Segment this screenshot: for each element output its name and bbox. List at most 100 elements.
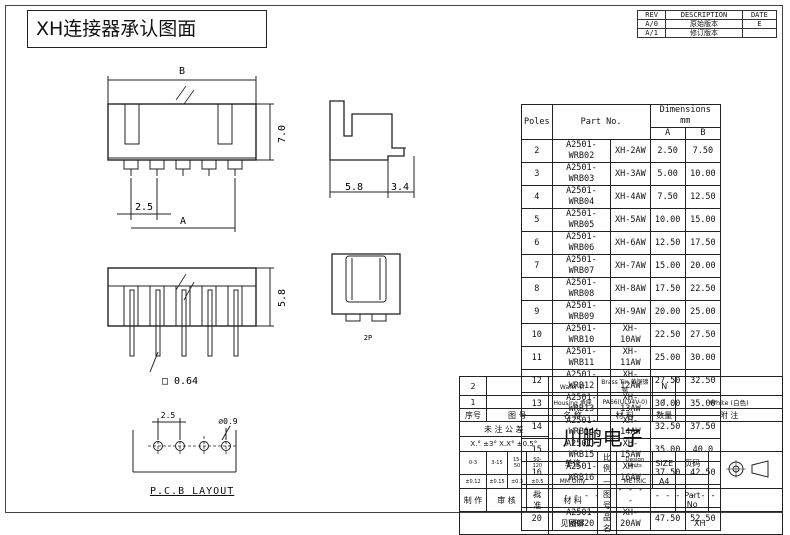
page-label: 页码 (675, 451, 710, 475)
part-header: Part No. (551, 104, 651, 140)
dim-bottom-height: 5.8 (277, 289, 288, 307)
unit-label: 单位 (547, 451, 598, 475)
dim-side-w2: 3.4 (391, 182, 409, 193)
dim-a-cell: 17.50 (649, 277, 686, 301)
dim-a-label: A (180, 216, 186, 227)
paper-size: A4 (652, 474, 677, 489)
rev-cell: E (741, 19, 778, 29)
rev-header: DATE (741, 10, 778, 20)
part-number-cell: A2501-WRB03 (551, 162, 612, 186)
tolerance-values: X.° ±3° X.X° ±0.5° (459, 436, 549, 452)
dim-pitch-label: 2.5 (135, 202, 153, 213)
tb-row-name: Wafer 针 (547, 376, 598, 396)
dim-a-cell: 12.50 (649, 231, 686, 255)
poles-cell: 4 (521, 185, 553, 209)
tol-value: ±0.15 (486, 474, 508, 489)
tb-header-drawing: 图 号 (486, 408, 549, 422)
dim-b-cell: 30.00 (684, 346, 722, 370)
part-number-cell: A2501-WRB06 (551, 231, 612, 255)
dim-b-cell: 7.50 (684, 139, 722, 163)
dim-a-cell: 15.00 (649, 254, 686, 278)
make-label: 制 作 (459, 488, 487, 512)
dim-b-cell: 12.50 (684, 185, 722, 209)
tb-header-note: 附 注 (675, 408, 783, 422)
rev-cell: A/1 (636, 28, 667, 38)
dim-b-header: B (684, 127, 722, 140)
metric-label: METRIC (616, 474, 654, 489)
poles-cell: 11 (521, 346, 553, 370)
dim-a-cell: 2.50 (649, 139, 686, 163)
tb-header-name: 名 称 (547, 408, 598, 422)
dim-b-cell: 10.00 (684, 162, 722, 186)
rev-cell: 修订版本 (665, 28, 743, 38)
dims-header: Dimensions mm (649, 104, 722, 128)
product-name-label: 品 名 (596, 511, 618, 535)
poles-cell: 2 (521, 139, 553, 163)
first-angle-projection-icon (725, 460, 769, 478)
tb-row-material: PA66(UL94V-0) (596, 395, 654, 409)
model-cell: XH-9AW (610, 300, 651, 324)
tb-row-qty: I (652, 395, 677, 409)
part-number-cell: A2501-WRB04 (551, 185, 612, 209)
poles-cell: 3 (521, 162, 553, 186)
tol-range: 3-15 (486, 451, 508, 475)
model-cell: XH-3AW (610, 162, 651, 186)
poles-header: Poles (521, 104, 553, 140)
dim-a-cell: 10.00 (649, 208, 686, 232)
part-number-cell: A2501-WRB07 (551, 254, 612, 278)
part-number-cell: A2501-WRB08 (551, 277, 612, 301)
part-number-cell: A2501-WRB09 (551, 300, 612, 324)
dim-hole-diameter: ⌀0.9 (218, 417, 237, 426)
tol-value: ±0.12 (459, 474, 487, 489)
dim-a-cell: 7.50 (649, 185, 686, 209)
model-cell: XH-10AW (610, 323, 651, 347)
tol-range: 15-50 (506, 451, 528, 475)
model-cell: XH-4AW (610, 185, 651, 209)
tol-range: 0-3 (459, 451, 487, 475)
tb-header-qty: 数量 (652, 408, 677, 422)
poles-cell: 6 (521, 231, 553, 255)
poles-cell: 8 (521, 277, 553, 301)
tb-row-material: Brass Tin 黄铜镀锡 (596, 376, 654, 396)
dim-a-cell: 5.00 (649, 162, 686, 186)
model-cell: XH-2AW (610, 139, 651, 163)
drawing-no-label: 图 号 (596, 488, 618, 512)
dim-a-header: A (649, 127, 686, 140)
dim-pcb-pitch: 2.5 (161, 411, 176, 420)
dim-b-cell: 15.00 (684, 208, 722, 232)
model-cell: XH-11AW (610, 346, 651, 370)
check-label: 审 核 (485, 488, 528, 512)
product-name-value: XH (616, 511, 783, 535)
projection-symbol (708, 451, 783, 489)
tb-row-no: 2 (459, 376, 487, 396)
part-no-label: Part No (675, 488, 710, 512)
part-number-cell: A2501-WRB10 (551, 323, 612, 347)
tb-header-no: 序号 (459, 408, 487, 422)
dim-height-label: 7.0 (277, 125, 288, 143)
dim-b-label: B (179, 66, 185, 77)
rev-cell: A/0 (636, 19, 667, 29)
tb-row-qty: N (652, 376, 677, 396)
dim-b-cell: 27.50 (684, 323, 722, 347)
tol-value: ±0.3 (506, 474, 528, 489)
dim-pin-size: □ 0.64 (162, 376, 198, 387)
tb-header-material: 材 料 (596, 408, 654, 422)
rev-cell (741, 28, 778, 38)
model-cell: XH-6AW (610, 231, 651, 255)
tolerance-title: 未 注 公 差 (459, 421, 549, 437)
tol-value: ±0.5 (526, 474, 549, 489)
rev-cell: 原始版本 (665, 19, 743, 29)
approve-label: 批 准 (526, 488, 549, 512)
rev-header: REV (636, 10, 667, 20)
model-cell: XH-8AW (610, 277, 651, 301)
poles-cell: 5 (521, 208, 553, 232)
tol-range: 50-120 (526, 451, 549, 475)
